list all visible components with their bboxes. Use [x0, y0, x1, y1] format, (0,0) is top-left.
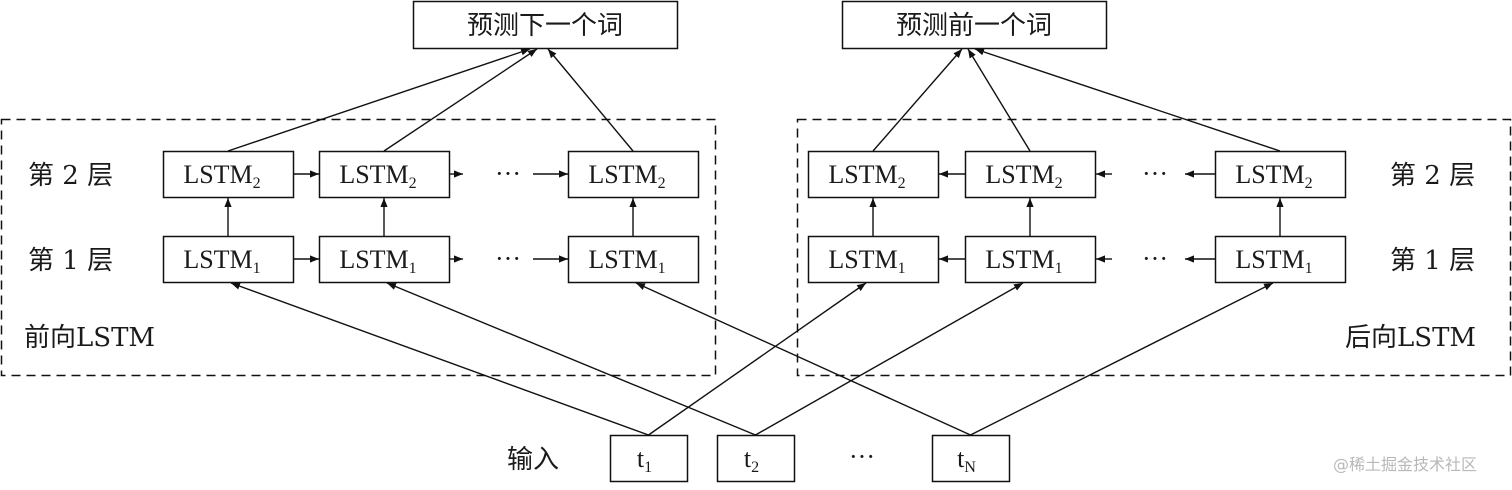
input-token-box: t1: [609, 434, 689, 483]
input-label: 输入: [507, 445, 559, 475]
backward-lstm1-cell: LSTM1: [964, 235, 1097, 284]
backward-ellipsis: ···: [1142, 244, 1168, 273]
cell-label: LSTM2: [339, 160, 416, 192]
cell-label: LSTM2: [588, 160, 665, 192]
input-to-forward-arrow: [635, 282, 971, 436]
backward-lstm1-cell: LSTM1: [1214, 235, 1347, 284]
input-ellipsis: ···: [849, 442, 875, 471]
watermark: @稀土掘金技术社区: [1333, 455, 1477, 474]
forward-lstm1-cell: LSTM1: [567, 235, 700, 284]
input-token-box: t2: [716, 434, 796, 483]
input-to-backward-arrow: [648, 282, 867, 436]
input-to-forward-arrow: [386, 282, 756, 436]
backward-lstm2-cell: LSTM2: [964, 150, 1097, 199]
backward-lstm2-cell: LSTM2: [807, 150, 940, 199]
backward-output-box: 预测前一个词: [841, 0, 1108, 50]
forward-ellipsis: ···: [495, 159, 521, 188]
input-to-backward-arrow: [755, 282, 1024, 436]
backward-lstm1-cell: LSTM1: [807, 235, 940, 284]
forward-lstm1-cell: LSTM1: [162, 235, 295, 284]
forward-output-box: 预测下一个词: [412, 0, 679, 50]
forward-lstm1-cell: LSTM1: [318, 235, 451, 284]
cell-label: LSTM2: [1235, 160, 1312, 192]
cell-label: LSTM1: [588, 245, 665, 277]
cell-label: LSTM2: [183, 160, 260, 192]
input-to-backward-arrow: [970, 282, 1274, 436]
backward-layer2-label: 第 2 层: [1390, 161, 1475, 191]
cell-label: LSTM1: [339, 245, 416, 277]
forward-layer2-label: 第 2 层: [28, 161, 113, 191]
forward-output-label: 预测下一个词: [467, 11, 623, 41]
backward-output-arrow: [872, 48, 963, 152]
forward-lstm2-cell: LSTM2: [318, 150, 451, 199]
backward-output-label: 预测前一个词: [896, 11, 1052, 41]
forward-output-arrow: [547, 48, 634, 152]
cell-label: LSTM2: [828, 160, 905, 192]
cell-label: LSTM2: [985, 160, 1062, 192]
forward-lstm-group: [0, 118, 717, 377]
cell-label: LSTM1: [828, 245, 905, 277]
forward-lstm2-cell: LSTM2: [567, 150, 700, 199]
input-to-forward-arrow: [230, 282, 649, 436]
backward-lstm-group: [796, 118, 1512, 377]
forward-lstm2-cell: LSTM2: [162, 150, 295, 199]
forward-ellipsis: ···: [495, 244, 521, 273]
backward-output-arrow: [974, 48, 1281, 152]
forward-output-arrow: [383, 48, 538, 152]
backward-group-label: 后向LSTM: [1345, 323, 1476, 353]
backward-ellipsis: ···: [1142, 159, 1168, 188]
cell-label: LSTM1: [985, 245, 1062, 277]
forward-output-arrow: [227, 48, 531, 152]
cell-label: LSTM1: [1235, 245, 1312, 277]
cell-label: LSTM1: [183, 245, 260, 277]
backward-output-arrow: [967, 48, 1031, 152]
input-token-box: tN: [931, 434, 1011, 483]
forward-group-label: 前向LSTM: [24, 323, 155, 353]
forward-layer1-label: 第 1 层: [28, 246, 113, 276]
backward-layer1-label: 第 1 层: [1390, 246, 1475, 276]
backward-lstm2-cell: LSTM2: [1214, 150, 1347, 199]
